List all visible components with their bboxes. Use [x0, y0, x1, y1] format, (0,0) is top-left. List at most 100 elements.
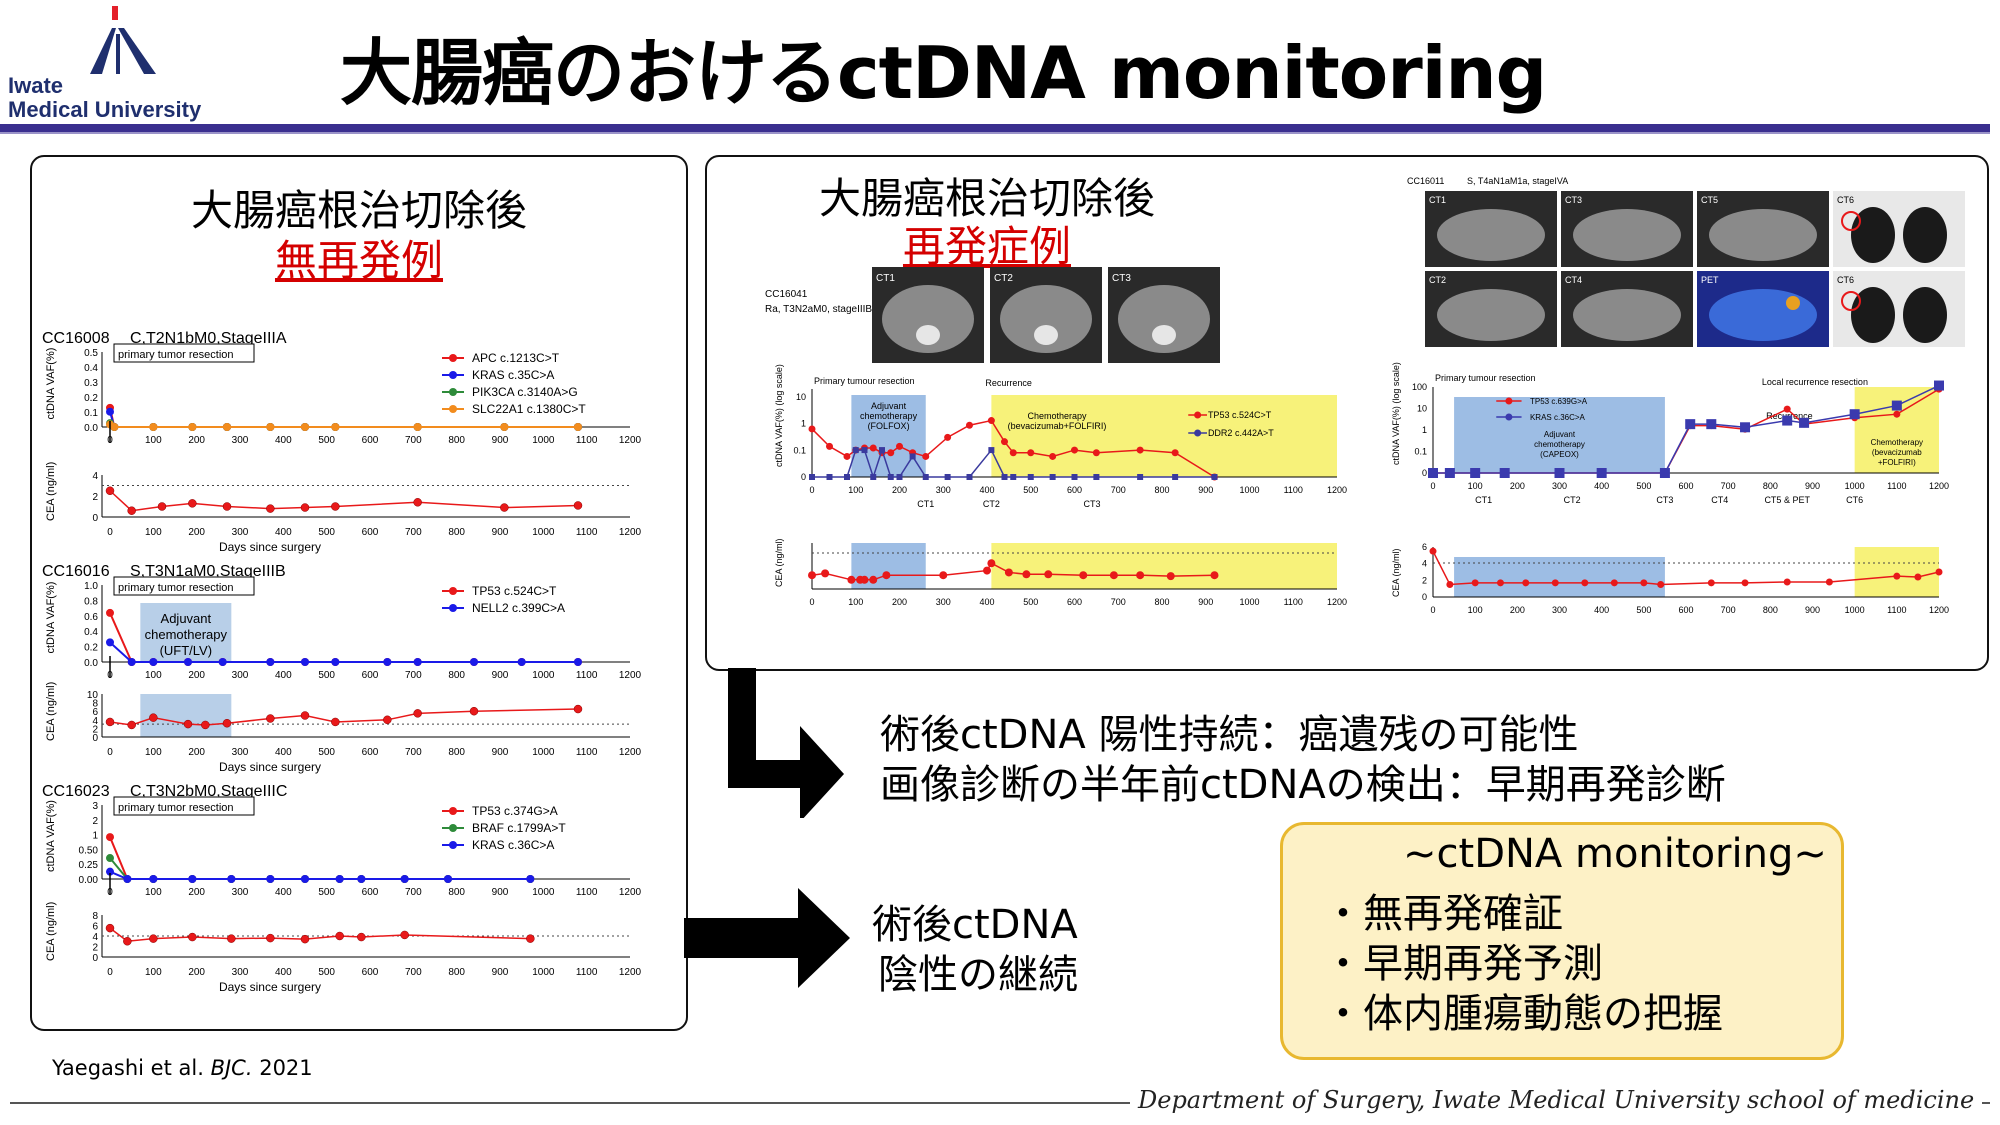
vaf-point — [1554, 468, 1565, 478]
cea-point — [400, 930, 409, 940]
cea-point — [860, 575, 869, 584]
summary-box: ~ctDNA monitoring~ ・無再発確証 ・早期再発予測 ・体内腫瘍動… — [1280, 822, 1844, 1060]
cea-point — [222, 718, 232, 728]
vaf-x-tick-label: 1100 — [1284, 485, 1303, 495]
cea-point — [1446, 581, 1454, 588]
vaf-point — [110, 423, 119, 431]
vaf-point — [331, 423, 340, 431]
cea-x-tick-label: 800 — [448, 967, 465, 978]
vaf-x-tick-label: 300 — [232, 670, 249, 681]
legend-marker — [449, 405, 457, 413]
ct-mark-label: CT6 — [1846, 495, 1863, 505]
vaf-tick-label: 1 — [801, 419, 806, 429]
resection-label: Primary tumour resection — [1435, 373, 1536, 383]
cea-x-tick-label: 500 — [1023, 597, 1038, 607]
lesion-circle — [1841, 211, 1861, 231]
cea-point — [1210, 571, 1219, 580]
cea-point — [939, 571, 948, 580]
vaf-point — [1049, 474, 1056, 480]
vaf-point — [826, 442, 833, 450]
logo-name-line2: Medical University — [8, 97, 202, 122]
cea-tick-label: 2 — [1422, 575, 1427, 585]
cea-x-tick-label: 400 — [1594, 605, 1609, 615]
cea-point — [188, 932, 197, 942]
cea-point — [266, 504, 275, 513]
cea-x-tick-label: 300 — [232, 527, 249, 538]
vaf-point — [1137, 474, 1144, 480]
vaf-x-tick-label: 200 — [1510, 481, 1525, 491]
vaf-x-tick-label: 1100 — [1887, 481, 1906, 491]
cea-x-tick-label: 900 — [1198, 597, 1213, 607]
vaf-point — [896, 474, 903, 480]
cea-x-tick-label: 100 — [848, 597, 863, 607]
chemo-label: Chemotherapy — [1027, 411, 1087, 421]
vaf-x-tick-label: 400 — [979, 485, 994, 495]
vaf-point — [400, 875, 409, 883]
vaf-point — [413, 423, 422, 431]
vaf-point — [106, 854, 114, 863]
vaf-tick-label: 0.4 — [84, 363, 98, 374]
resection-label: primary tumor resection — [118, 349, 234, 361]
vaf-point — [149, 423, 158, 431]
vaf-point — [966, 421, 973, 429]
cea-point — [201, 720, 210, 730]
cea-point — [987, 559, 996, 568]
adjuvant-label: (UFT/LV) — [160, 643, 212, 658]
vaf-point — [1171, 449, 1179, 457]
chemo-region-cea — [1854, 547, 1939, 597]
ct-label: CT2 — [994, 273, 1013, 284]
ct-body-shape — [882, 285, 974, 353]
ct-mark-label: CT3 — [1083, 499, 1100, 509]
legend-marker — [449, 604, 457, 612]
cea-x-tick-label: 0 — [107, 747, 113, 758]
local-recurrence-label: Local recurrence resection — [1762, 377, 1868, 387]
cea-x-tick-label: 200 — [892, 597, 907, 607]
vaf-x-tick-label: 1000 — [532, 670, 555, 681]
cea-point — [105, 717, 115, 727]
ct-label: CT6 — [1837, 195, 1854, 205]
ct-label: CT4 — [1565, 275, 1582, 285]
positive-message-line1: 術後ctDNA 陽性持続：癌遺残の可能性 — [880, 712, 1579, 758]
vaf-point — [922, 452, 930, 460]
case2-id: CC16011 — [1407, 176, 1444, 186]
vaf-point — [331, 658, 340, 666]
vaf-point — [944, 474, 951, 480]
cea-point — [821, 569, 830, 578]
cea-x-tick-label: 800 — [448, 747, 465, 758]
legend-label: KRAS c.35C>A — [472, 368, 554, 382]
cea-point — [1741, 579, 1749, 587]
summary-item-1: ・無再発確証 — [1323, 891, 1563, 937]
legend-label: KRAS c.36C>A — [472, 838, 554, 852]
cea-point — [1551, 579, 1559, 587]
cea-x-tick-label: 1200 — [1327, 597, 1347, 607]
citation-authors: Yaegashi et al. — [52, 1056, 211, 1080]
resection-label: primary tumor resection — [118, 802, 234, 814]
cea-point — [300, 711, 310, 720]
vaf-tick-label: 0.0 — [84, 658, 98, 669]
case1-stage: Ra, T3N2aM0, stageIIIB — [765, 304, 872, 315]
vaf-tick-label: 0.5 — [84, 348, 98, 359]
cea-x-tick-label: 1000 — [1845, 605, 1865, 615]
vaf-point — [266, 875, 275, 883]
cea-point — [266, 714, 275, 723]
cea-point — [105, 486, 115, 495]
vaf-point — [413, 658, 422, 666]
ct-lung-shape — [1903, 207, 1947, 263]
cea-point — [123, 937, 132, 946]
vaf-axis-label: ctDNA VAF(%) — [45, 582, 57, 654]
legend-marker — [449, 824, 457, 832]
vaf-point — [127, 658, 136, 666]
cea-point — [869, 575, 878, 584]
vaf-x-tick-label: 100 — [1468, 481, 1483, 491]
right-panel-header: 大腸癌根治切除後 — [818, 174, 1155, 223]
cea-point — [1044, 570, 1053, 579]
vaf-point — [266, 658, 275, 666]
vaf-point — [1136, 446, 1144, 454]
cea-x-tick-label: 900 — [1805, 605, 1820, 615]
cea-x-tick-label: 600 — [362, 527, 379, 538]
cea-x-tick-label: 100 — [145, 527, 162, 538]
left-panel-subheader: 無再発例 — [274, 236, 443, 285]
ct-body-shape — [1573, 289, 1681, 341]
vaf-x-tick-label: 1200 — [619, 887, 642, 898]
